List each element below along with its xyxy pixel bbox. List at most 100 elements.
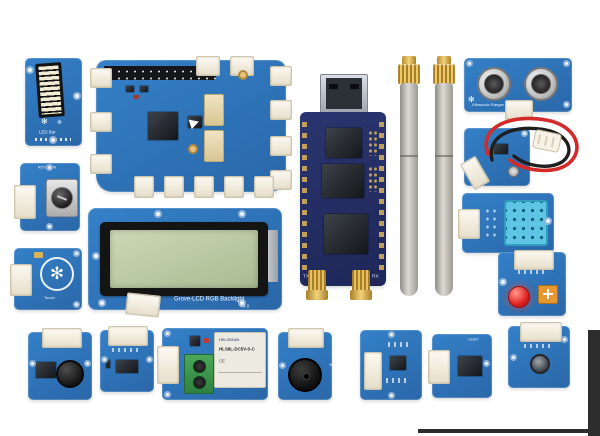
relay-cert: CE: [219, 358, 226, 364]
grove-connector: [10, 264, 32, 296]
mounting-hole: [510, 354, 517, 361]
gold-test-pads: [368, 130, 378, 156]
seeed-logo-icon: ✻: [49, 264, 65, 283]
antenna-left: [394, 56, 424, 296]
mounting-hole: [563, 60, 570, 67]
accelerometer-module: [360, 330, 422, 400]
mounting-hole: [388, 392, 395, 399]
gold-pad: [34, 252, 43, 258]
led-bar-display: [35, 62, 65, 118]
dht-sensor-block: [504, 200, 548, 246]
mounting-hole: [98, 299, 106, 307]
grove-connector: [157, 346, 179, 384]
red-led: [508, 286, 530, 308]
solder-pads: [524, 344, 554, 348]
mounting-hole: [466, 60, 473, 67]
capacitor: [106, 360, 110, 368]
mounting-hole: [563, 101, 570, 108]
grove-connector: [224, 176, 244, 198]
grove-connector: [270, 136, 292, 156]
sensor-ic: [116, 360, 138, 373]
mounting-hole: [279, 362, 286, 369]
lcd-module: Grove-LCD RGB Backlight V4.0: [88, 208, 282, 318]
antenna-sma-tip: [437, 56, 451, 65]
trimmer-potentiometer: [538, 285, 558, 304]
mounting-hole: [238, 210, 246, 218]
small-ic: [126, 86, 134, 92]
jst-connector: [204, 130, 224, 162]
mounting-hole: [544, 217, 552, 225]
mounting-hole: [84, 360, 91, 367]
lcd-version: V4.0: [240, 303, 250, 309]
base-board: [90, 56, 292, 198]
led-bar-label: LED Bar: [39, 129, 56, 135]
potentiometer-knob: [51, 187, 73, 209]
seeed-logo-icon: ✻: [57, 120, 63, 126]
grove-connector: [196, 56, 220, 76]
grove-connector: [270, 66, 292, 86]
usb-plug-face: [326, 78, 362, 109]
antenna-seam: [435, 155, 453, 157]
grove-connector: [270, 100, 292, 120]
touch-pad-circle: ✻: [40, 257, 74, 291]
transceiver-chip: [322, 164, 364, 198]
red-led-module: [498, 250, 566, 316]
grove-connector: [14, 185, 36, 219]
pin-header: [104, 66, 216, 80]
lcd-bezel: [100, 222, 268, 296]
grove-connector: [90, 68, 112, 88]
antenna-right: [429, 56, 459, 296]
lcd-screen: [110, 230, 258, 288]
antenna-sma-nut: [398, 64, 420, 84]
transistor: [494, 144, 508, 154]
mounting-hole: [73, 301, 80, 308]
capacitor: [133, 95, 139, 99]
rotary-angle-module: ROTATION: [14, 163, 80, 231]
grove-connector: [194, 176, 214, 198]
chip-sensor-module: [100, 326, 154, 392]
lcd-label: Grove-LCD RGB Backlight: [174, 295, 245, 302]
mounting-hole: [483, 360, 490, 367]
sma-connector-rx: [350, 270, 372, 300]
light-sensor-ic: [458, 356, 482, 376]
small-ic: [140, 86, 148, 92]
mcu-chip: [148, 112, 178, 140]
ultrasonic-transducer: [477, 67, 511, 101]
mounting-hole: [101, 356, 108, 363]
seeed-logo-icon: ✻: [468, 95, 475, 104]
usb-slot: [350, 84, 359, 89]
touch-label: Touch: [44, 295, 55, 300]
mounting-hole: [73, 250, 80, 257]
sdr-tx-label: TX: [303, 273, 310, 279]
coiled-cable: [484, 116, 579, 173]
solder-pads: [484, 207, 498, 239]
sma-connector-tx: [306, 270, 328, 300]
antenna-sma-nut: [433, 64, 455, 84]
terminal-screw: [193, 360, 206, 373]
sdr-stick: TX RX: [300, 74, 386, 306]
mounting-hole: [26, 66, 34, 74]
dark-edge-strip-horizontal: [418, 429, 600, 433]
mounting-hole: [188, 144, 198, 154]
buzzer-polarity: +: [329, 361, 334, 369]
grove-connector: [428, 350, 450, 384]
grove-connector: [288, 328, 324, 348]
relay-brand: HELISHUN: [219, 337, 240, 342]
mounting-hole: [561, 336, 568, 343]
mounting-hole: [499, 278, 507, 286]
temp-humidity-module: [458, 193, 554, 253]
ultrasonic-transducer: [524, 67, 558, 101]
trimmer-cross: [547, 289, 549, 299]
grove-connector: [364, 352, 382, 390]
jst-connector: [204, 94, 224, 126]
grove-connector: [42, 328, 82, 348]
grove-connector: [124, 292, 162, 318]
touch-module: ✻ Touch: [10, 248, 82, 310]
fpga-chip: [326, 128, 362, 158]
ultrasonic-module: ✻ Ultrasonic Ranger: [464, 58, 572, 120]
led-bar-segments: [38, 65, 62, 115]
opamp-ic: [36, 362, 56, 378]
gold-test-pads: [368, 166, 378, 192]
grove-connector: [108, 326, 148, 346]
